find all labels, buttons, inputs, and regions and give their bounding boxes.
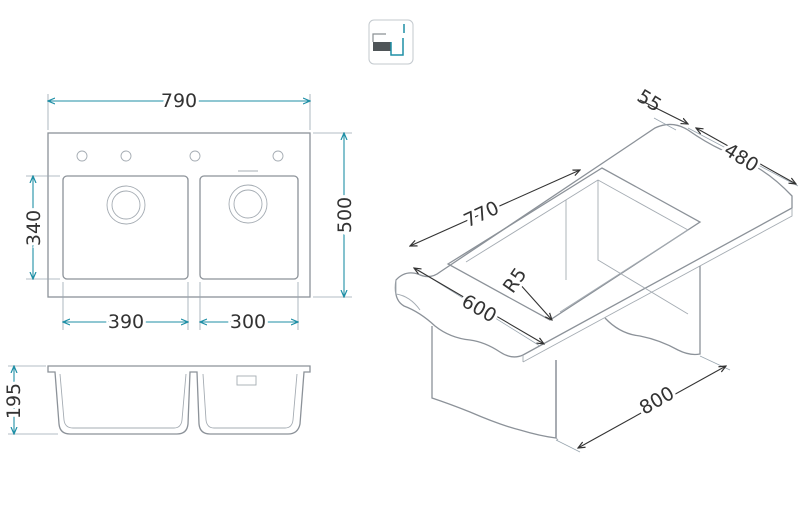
- right-bowl-width-label: 300: [230, 311, 266, 333]
- bowl-depth-label: 340: [23, 210, 45, 246]
- tap-hole: [76, 150, 88, 162]
- cutout-width-label: 770: [460, 197, 502, 232]
- cutout-770-dimension-line: [410, 170, 580, 246]
- tap-hole: [272, 150, 284, 162]
- right-drain: [228, 184, 268, 224]
- left-bowl: [62, 175, 189, 280]
- depth-600-dimension-line: [414, 268, 544, 344]
- sink-outline: [47, 132, 311, 298]
- undermount-installation-icon: [368, 19, 414, 65]
- depth-480-dimension-line: [696, 128, 796, 184]
- left-drain: [106, 185, 146, 225]
- top-view: 790 500 340 390 300: [20, 87, 359, 336]
- left-bowl-width-label: 390: [108, 311, 144, 333]
- width-800-dimension-line: [578, 366, 726, 448]
- offset-55-dimension-line: [639, 99, 688, 124]
- side-view: 195: [0, 365, 311, 435]
- cabinet: [431, 326, 557, 439]
- cabinet-depth-label: 600: [458, 290, 500, 327]
- side-profile: [47, 365, 311, 435]
- sink-cutout: [446, 167, 702, 321]
- right-bowl: [199, 175, 299, 280]
- edge-offset-label: 55: [633, 85, 665, 116]
- tap-hole: [120, 150, 132, 162]
- height-label: 195: [3, 383, 25, 419]
- total-depth-label: 500: [334, 197, 356, 233]
- tap-hole: [189, 150, 201, 162]
- overflow-slot: [236, 375, 257, 386]
- total-width-label: 790: [161, 90, 197, 112]
- cabinet-width-label: 800: [636, 382, 678, 419]
- isometric-view: 770 55 480 R5 600 800: [394, 85, 799, 453]
